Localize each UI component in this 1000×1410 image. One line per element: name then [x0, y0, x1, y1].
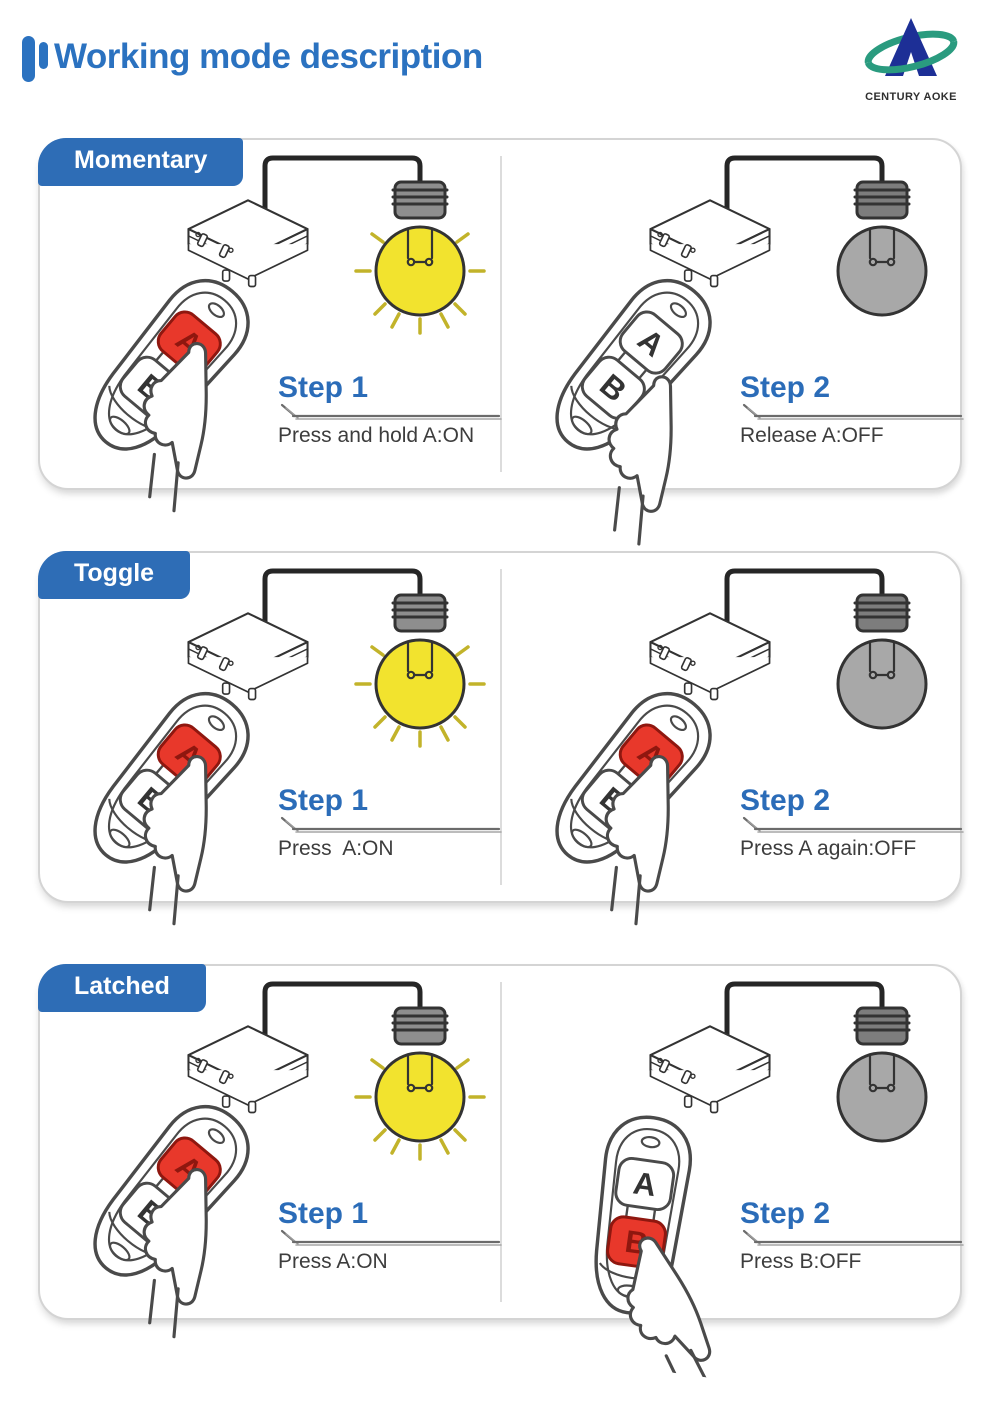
step-underline [740, 1229, 965, 1247]
remote-control [66, 695, 306, 925]
power-wire [262, 155, 423, 222]
power-wire [262, 981, 423, 1048]
panel-divider [500, 982, 502, 1302]
wiring-diagram [649, 568, 928, 730]
bulb-off-icon [836, 1006, 928, 1143]
remote-control [528, 282, 768, 512]
panel-divider [500, 156, 502, 472]
double-bar-icon [22, 36, 48, 82]
power-wire [724, 568, 885, 635]
step-block: Step 2 Release A:OFF [740, 372, 970, 448]
step-title: Step 1 [278, 784, 369, 817]
step-description: Release A:OFF [740, 424, 884, 447]
mode-panel-latched: Latched Step 1 Press A:ON [38, 964, 962, 1320]
step-block: Step 2 Press B:OFF [740, 1198, 970, 1274]
momentary-step1-area: Step 1 Press and hold A:ON [40, 140, 500, 488]
step-underline [278, 403, 503, 421]
toggle-step1-area: Step 1 Press A:ON [40, 553, 500, 901]
step-underline [278, 816, 503, 834]
mode-panel-momentary: Momentary Step 1 Press and hold A:ON [38, 138, 962, 490]
step-block: Step 1 Press A:ON [278, 1198, 508, 1274]
wiring-diagram [187, 155, 486, 335]
remote-control [528, 695, 768, 925]
mode-panel-toggle: Toggle Step 1 Press A:ON [38, 551, 962, 903]
bulb-on-icon [354, 180, 486, 335]
step-description: Press A:ON [278, 837, 394, 860]
step-title: Step 2 [740, 784, 831, 817]
step-title: Step 2 [740, 1197, 831, 1230]
latched-step1-area: Step 1 Press A:ON [40, 966, 500, 1318]
power-wire [724, 981, 885, 1048]
step-description: Press A:ON [278, 1250, 388, 1273]
century-aoke-logo-icon [864, 18, 958, 76]
wiring-diagram [649, 155, 928, 317]
power-wire [262, 568, 423, 635]
step-title: Step 2 [740, 371, 831, 404]
step-title: Step 1 [278, 371, 369, 404]
bulb-off-icon [836, 593, 928, 730]
step-underline [740, 403, 965, 421]
step-title: Step 1 [278, 1197, 369, 1230]
step-description: Press B:OFF [740, 1250, 862, 1273]
step-description: Press and hold A:ON [278, 424, 475, 447]
step-underline [278, 1229, 503, 1247]
step-underline [740, 816, 965, 834]
remote-control [66, 282, 306, 512]
wiring-diagram [187, 568, 486, 748]
page-title: Working mode description [54, 37, 483, 76]
wiring-diagram [649, 981, 928, 1143]
power-wire [724, 155, 885, 222]
receiver-box [649, 1025, 771, 1114]
step-block: Step 2 Press A again:OFF [740, 785, 970, 861]
wiring-diagram [187, 981, 486, 1161]
page-header: Working mode description CENTURY AOKE [0, 0, 1000, 120]
bulb-off-icon [836, 180, 928, 317]
mode-tab-latched: Latched [38, 964, 206, 1012]
step-block: Step 1 Press and hold A:ON [278, 372, 508, 448]
step-description: Press A again:OFF [740, 837, 917, 860]
step-block: Step 1 Press A:ON [278, 785, 508, 861]
brand-logo-text: CENTURY AOKE [865, 91, 957, 103]
panel-divider [500, 569, 502, 885]
toggle-step2-area: Step 2 Press A again:OFF [502, 553, 962, 901]
bulb-on-icon [354, 593, 486, 748]
latched-step2-area: Step 2 Press B:OFF [502, 966, 962, 1318]
mode-tab-toggle: Toggle [38, 551, 191, 599]
bulb-on-icon [354, 1006, 486, 1161]
remote-control [66, 1108, 306, 1338]
title-wrap: Working mode description [22, 34, 483, 82]
mode-tab-momentary: Momentary [38, 138, 244, 186]
brand-logo: CENTURY AOKE [858, 12, 964, 103]
momentary-step2-area: Step 2 Release A:OFF [502, 140, 962, 488]
